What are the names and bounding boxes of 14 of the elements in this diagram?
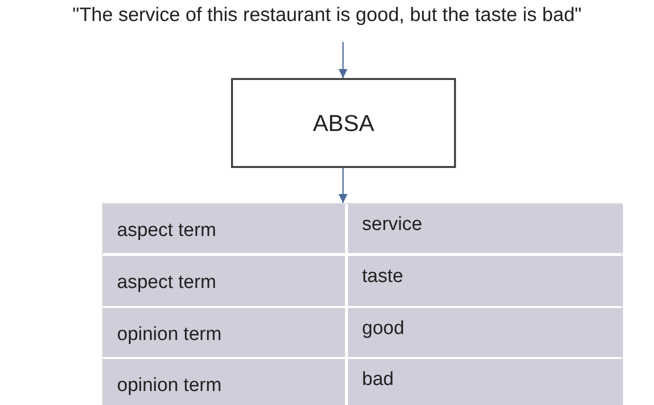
results-table xyxy=(102,203,622,405)
table-cell: service xyxy=(348,204,623,253)
arrow xyxy=(338,42,348,78)
table-cell: good xyxy=(348,308,623,357)
table-cell: opinion term xyxy=(103,359,345,405)
process-box xyxy=(231,78,456,168)
table-cell: aspect term xyxy=(103,204,345,253)
table-cell: opinion term xyxy=(103,308,345,357)
table-cell: taste xyxy=(348,256,623,306)
table-cell: bad xyxy=(348,359,623,405)
arrow xyxy=(338,168,348,203)
box-label: ABSA xyxy=(312,110,376,137)
table-cell: aspect term xyxy=(103,256,345,306)
input-sentence: "The service of this restaurant is good, but the taste is bad" xyxy=(71,4,583,27)
